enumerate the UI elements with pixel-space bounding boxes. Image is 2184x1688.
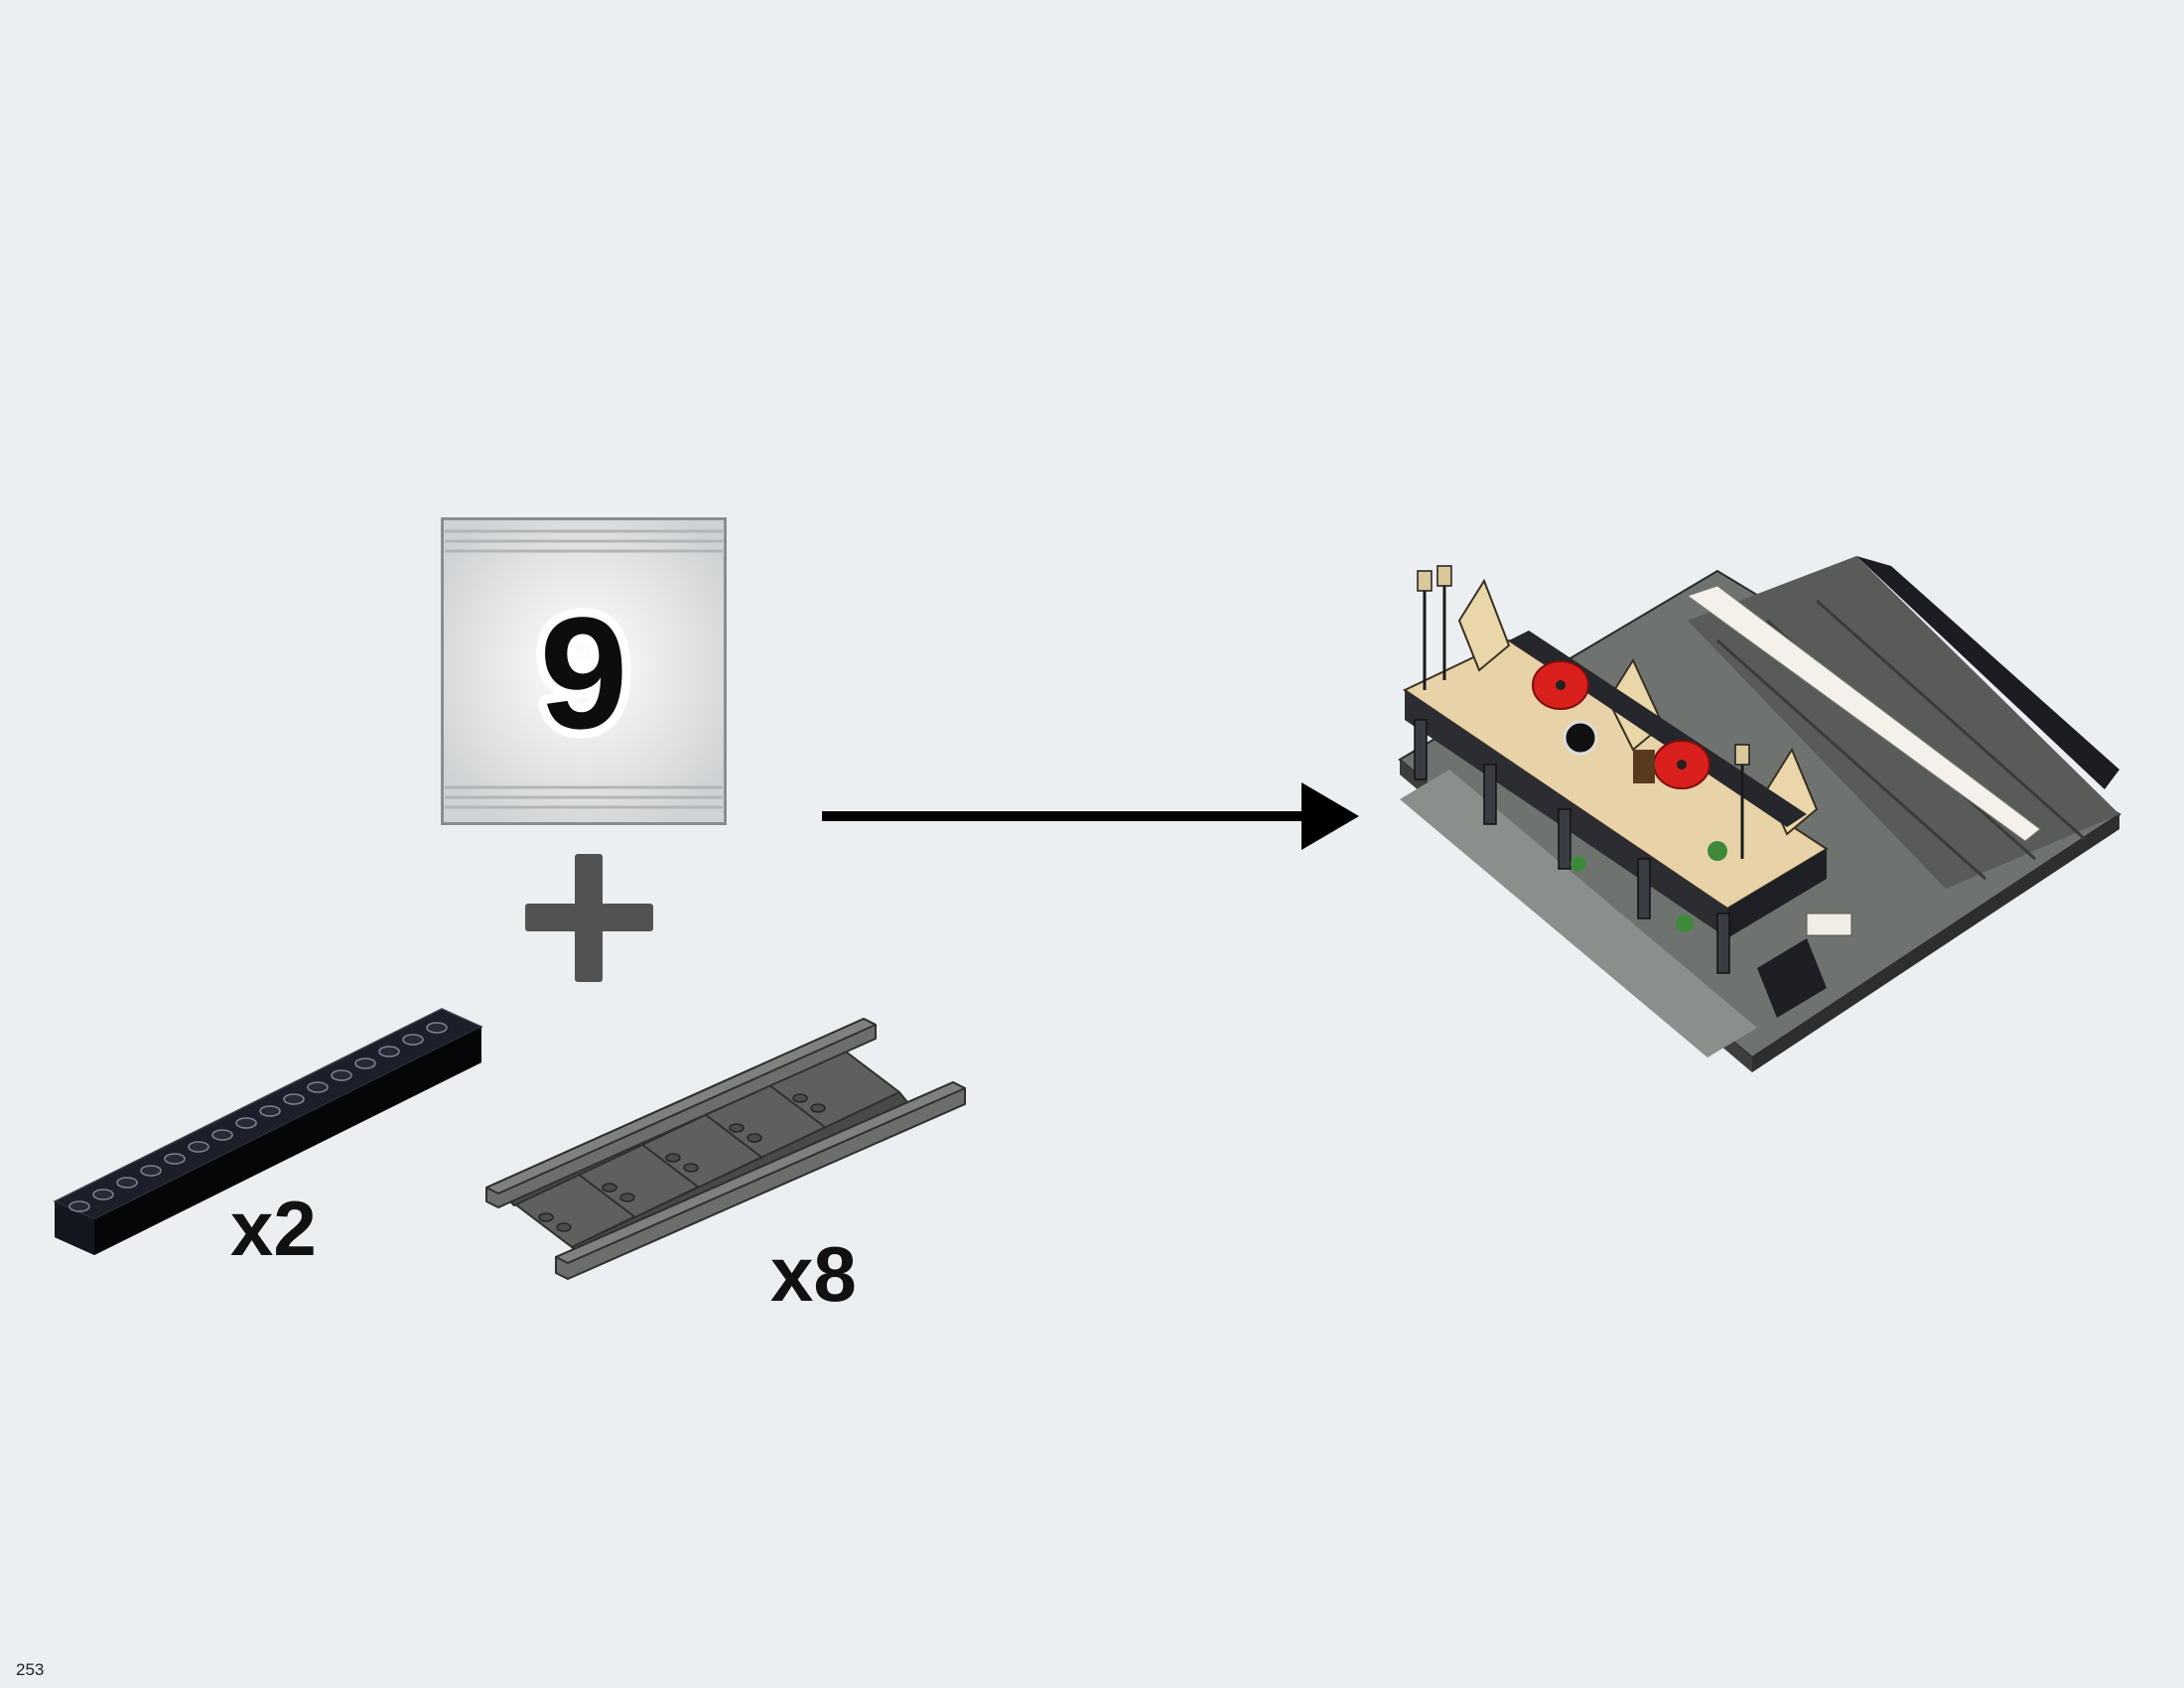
straight-track-part (485, 1013, 973, 1296)
brick-quantity: x2 (230, 1185, 317, 1272)
track-quantity: x8 (770, 1230, 857, 1318)
bag-number-outline: 9 (540, 584, 628, 762)
black-brick-part (50, 1003, 486, 1266)
bag-9-graphic: 9 9 (441, 517, 727, 825)
plus-icon (523, 852, 655, 984)
bag-number: 9 (540, 584, 628, 762)
station-model-image (1390, 556, 2121, 1072)
page-number: 253 (16, 1660, 45, 1679)
arrow-right-icon (820, 780, 1361, 852)
